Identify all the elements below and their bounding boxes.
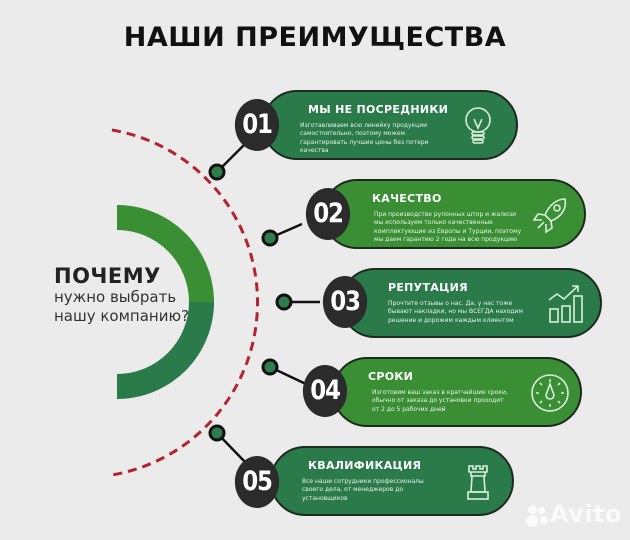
node-04	[261, 358, 279, 376]
number-badge-05: 05	[234, 456, 280, 508]
card-title: КВАЛИФИКАЦИЯ	[308, 459, 422, 472]
card-text: При производстве рулонных штор и жалюзи …	[374, 211, 522, 244]
number-badge-04: 04	[302, 365, 348, 417]
advantage-card-01: МЫ НЕ ПОСРЕДНИКИ Изготавливаем всю линей…	[262, 90, 518, 160]
half-ring-bottom	[117, 302, 214, 399]
watermark-text: Avito	[550, 500, 623, 528]
number-badge-01: 01	[234, 99, 280, 151]
rocket-icon	[532, 198, 567, 234]
advantage-card-05: КВАЛИФИКАЦИЯ Все наши сотрудники професс…	[270, 446, 514, 516]
why-line-2: нашу компанию?	[54, 307, 190, 325]
number-badge-03: 03	[322, 276, 368, 328]
number-badge-02: 02	[305, 188, 351, 240]
card-text: Изготавливаем всю линейку продукции само…	[300, 122, 429, 155]
why-title: ПОЧЕМУ	[54, 264, 161, 288]
growth-chart-icon	[548, 285, 583, 323]
advantage-card-03: РЕПУТАЦИЯ Прочтите отзывы о нас. Да, у н…	[340, 268, 602, 338]
card-text: Все наши сотрудники профессионалы своего…	[302, 478, 424, 502]
node-02	[261, 229, 279, 247]
advantage-card-04: СРОКИ Изготовим ваш заказ в кратчайшие с…	[332, 357, 582, 427]
node-01	[208, 163, 226, 181]
avito-logo-icon	[524, 503, 550, 527]
card-title: МЫ НЕ ПОСРЕДНИКИ	[308, 103, 449, 116]
why-line-1: нужно выбрать	[54, 288, 177, 306]
lightbulb-icon	[465, 107, 491, 144]
why-choose-us: ПОЧЕМУ нужно выбрать нашу компанию?	[54, 264, 189, 326]
half-ring-top	[117, 205, 214, 302]
advantage-card-02: КАЧЕСТВО При производстве рулонных штор …	[322, 179, 586, 249]
node-03	[275, 293, 293, 311]
node-05	[208, 424, 226, 442]
card-text: Изготовим ваш заказ в кратчайшие сроки, …	[372, 389, 508, 413]
card-text: Прочтите отзывы о нас. Да, у нас тоже бы…	[388, 300, 523, 324]
page-title: НАШИ ПРЕИМУЩЕСТВА	[123, 22, 507, 53]
card-title: СРОКИ	[368, 370, 414, 383]
card-title: РЕПУТАЦИЯ	[388, 281, 468, 294]
avito-watermark: Avito	[524, 500, 622, 528]
dashed-arc	[111, 128, 259, 477]
chess-rook-icon	[467, 465, 489, 500]
card-title: КАЧЕСТВО	[372, 192, 442, 205]
stopwatch-icon	[531, 374, 569, 412]
